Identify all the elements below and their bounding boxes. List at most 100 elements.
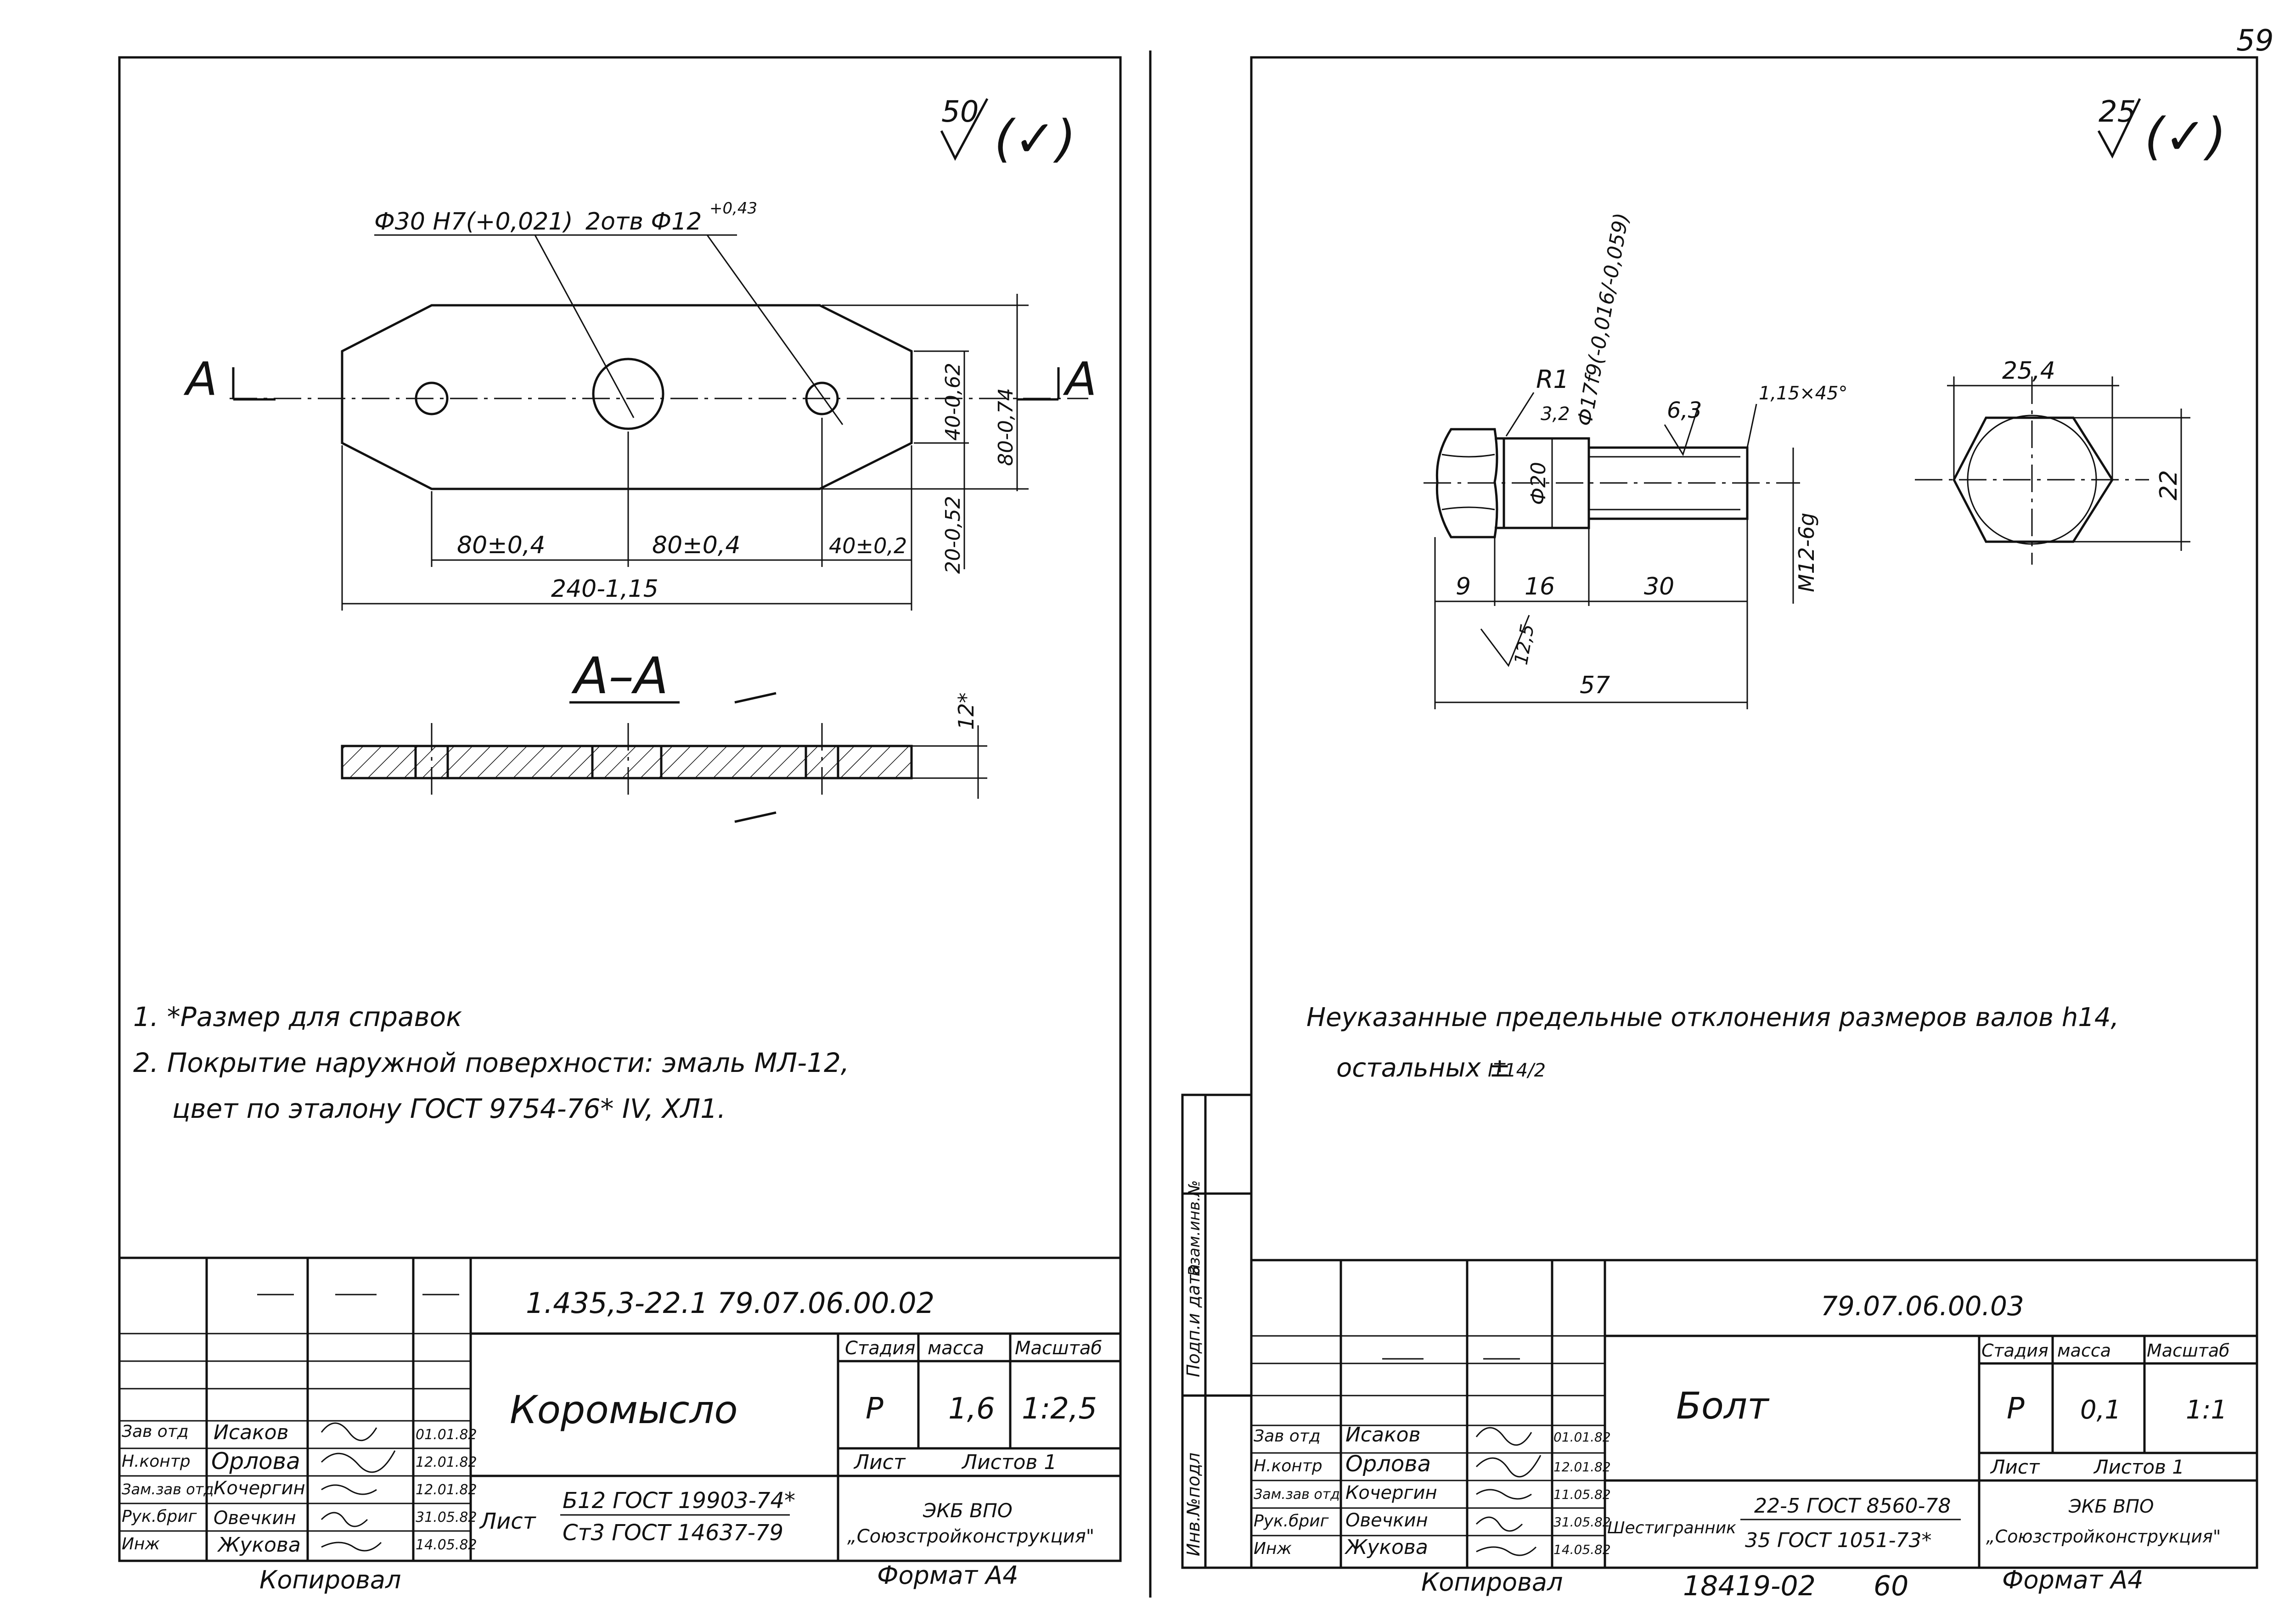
left-sheet: 50 (✓) Ф30 H7(+0,021) 2отв Ф12 +0,43 A A [118,56,1122,1594]
dim-height: 80-0,74 [994,388,1018,466]
tb-sheets-label: Листов 1 [961,1451,1057,1474]
hex-end-view: 25,4 22 [1915,357,2190,565]
tb-role-3: Зам.зав отд [122,1480,214,1498]
tb-date-2: 12.01.82 [416,1454,477,1470]
tb-mass: 1,6 [948,1392,995,1426]
title-block-left: 1.435,3-22.1 79.07.06.00.02 Коромысло Ст… [118,1256,1122,1562]
callout-small-holes-tol: +0,43 [709,199,757,218]
tb-org-1: ЭКБ ВПО [923,1499,1013,1522]
tb-role-4: Рук.бриг [122,1507,197,1526]
dim-head: 9 [1456,573,1471,600]
tb-role-1: Зав отд [122,1422,189,1441]
tbr-stage: Р [2007,1392,2025,1426]
roughness-symbol: (✓) [994,109,1076,168]
right-sheet: 25 (✓) R1 3,2 Ф17f9(-0,016/-0,059) Ф20 6… [1181,56,2258,1602]
note-3: цвет по эталону ГОСТ 9754-76* IV, ХЛ1. [172,1093,726,1124]
dim-r1: R1 [1536,365,1569,394]
right-note-1: Неуказанные предельные отклонения размер… [1306,1003,2119,1032]
tb-scale: 1:2,5 [1022,1392,1097,1426]
signatures-right [1475,1427,1542,1556]
tb-person-5: Жукова [217,1533,301,1557]
tbr-date-5: 14.05.82 [1553,1542,1611,1557]
dim-end: 40±0,2 [829,533,907,558]
tbr-person-1: Исаков [1345,1423,1421,1447]
tbr-person-3: Кочергин [1345,1482,1437,1503]
dim-shank-d: Ф17f9(-0,016/-0,059) [1573,211,1634,428]
format-label-left: Формат А4 [877,1561,1019,1590]
tb-date-3: 12.01.82 [416,1482,477,1498]
tb-hdr-mass: масса [928,1338,984,1359]
tbr-role-3: Зам.зав отд [1254,1486,1340,1503]
tbr-person-5: Жукова [1344,1536,1428,1559]
tbr-date-4: 31.05.82 [1553,1514,1611,1530]
callout-small-holes: 2отв Ф12 [585,208,702,236]
roughness-value: 50 [941,95,979,129]
callout-big-hole: Ф30 H7(+0,021) [374,208,573,236]
tbr-material-bottom: 35 ГОСТ 1051-73* [1745,1529,1932,1552]
tbr-hdr-mass: масса [2057,1340,2111,1361]
dim-shank-len: 16 [1525,573,1555,600]
title-block-right: 79.07.06.00.03 Болт Стадия масса Масштаб… [1250,1259,2258,1569]
bolt-side-view [1424,428,1800,538]
tbr-hdr-scale: Масштаб [2147,1340,2230,1361]
stamp-repl: Взам.инв.№ [1185,1180,1204,1276]
tb-hdr-stage: Стадия [845,1338,915,1359]
archive-number: 18419-02 [1683,1570,1816,1602]
tb-material-top: Б12 ГОСТ 19903-74* [563,1488,795,1514]
tb-stage: Р [866,1392,884,1426]
roughness-value-right: 25 [2099,95,2136,129]
tbr-role-5: Инж [1254,1539,1292,1558]
page-number: 59 [2236,24,2273,58]
dim-half-height: 40-0,62 [941,363,965,441]
tbr-code: 79.07.06.00.03 [1821,1290,2024,1322]
tb-person-1: Исаков [214,1421,289,1444]
tbr-material-top: 22-5 ГОСТ 8560-78 [1754,1494,1951,1518]
section-title: A–A [571,646,669,705]
roughness-symbol-right: (✓) [2144,107,2226,166]
tbr-sheet-label: Лист [1990,1456,2040,1478]
tb-material-label: Лист [479,1508,537,1534]
tb-date-1: 01.01.82 [416,1427,477,1443]
tbr-scale: 1:1 [2186,1395,2227,1425]
tb-code: 1.435,3-22.1 79.07.06.00.02 [526,1286,934,1320]
tb-date-5: 14.05.82 [416,1537,477,1553]
section-bar [341,745,913,779]
tbr-role-4: Рук.бриг [1254,1512,1329,1531]
side-stamp: Инв.№подл Подп.и дата Взам.инв.№ [1181,1093,1253,1569]
tbr-org-1: ЭКБ ВПО [2068,1496,2154,1517]
tb-sheet-label: Лист [853,1451,906,1474]
tbr-org-2: „Союзстройконструкция" [1986,1526,2221,1547]
tbr-date-1: 01.01.82 [1553,1430,1611,1445]
tbr-date-2: 12.01.82 [1553,1459,1611,1475]
tb-role-5: Инж [122,1535,160,1553]
dim-thread-len: 30 [1644,573,1674,600]
tb-material-bottom: Ст3 ГОСТ 14637-79 [563,1520,783,1546]
stamp-sign: Подп.и дата [1183,1264,1204,1377]
stamp-inv: Инв.№подл [1183,1452,1204,1556]
tb-person-3: Кочергин [214,1478,305,1499]
format-label-right: Формат А4 [2002,1565,2144,1594]
dim-flats: 25,4 [2002,357,2055,385]
tbr-role-2: Н.контр [1254,1457,1322,1475]
tb-person-2: Орлова [211,1448,300,1475]
section-letter-left: A [183,352,217,406]
tb-name: Коромысло [510,1387,738,1432]
copied-label-left: Копировал [259,1565,401,1594]
hole-left [415,381,449,415]
plate-outline [341,304,913,490]
hole-right [805,381,839,415]
right-note-2: остальных ± [1336,1053,1510,1083]
right-note-frac: IT14/2 [1488,1060,1546,1081]
copied-label-right: Копировал [1421,1568,1563,1597]
tb-role-2: Н.контр [122,1452,191,1471]
tb-date-4: 31.05.82 [416,1509,477,1525]
dim-chamfer-bolt: 1,15×45° [1759,383,1847,404]
dim-shank-20: Ф20 [1527,462,1550,505]
tb-hdr-scale: Масштаб [1015,1338,1102,1359]
archive-page: 60 [1874,1570,1908,1602]
tb-person-4: Овечкин [214,1508,296,1529]
signatures [321,1422,396,1552]
roughness-mark-left: 50 (✓) [940,95,1076,168]
tbr-person-4: Овечкин [1345,1510,1428,1531]
